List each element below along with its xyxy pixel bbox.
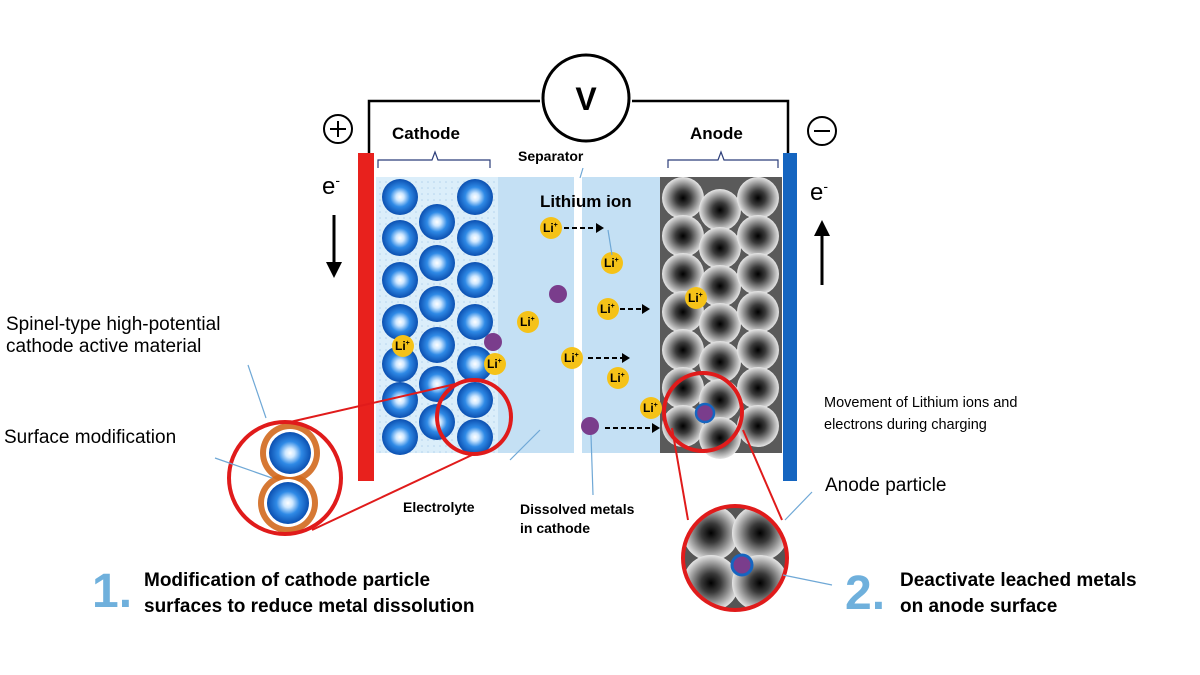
li-ion-particles: Li+ Li+ Li+ Li+ Li+ Li+ Li+ Li+ Li+ Li+ <box>392 217 707 419</box>
anode-bracket <box>667 150 779 168</box>
step-2-text: Deactivate leached metals on anode surfa… <box>900 570 1137 617</box>
spinel-label: Spinel-type high-potential cathode activ… <box>6 314 221 357</box>
dissolved-metals-label: Dissolved metals in cathode <box>520 501 635 536</box>
circuit-wire <box>367 99 790 158</box>
separator-label: Separator <box>518 148 584 164</box>
separator <box>574 177 582 453</box>
cathode-callout-ring <box>435 378 513 456</box>
cathode-bracket <box>377 150 491 168</box>
cathode-label: Cathode <box>392 124 460 143</box>
cathode-electrode <box>358 153 374 481</box>
anode-label: Anode <box>690 124 743 143</box>
voltmeter-label: V <box>575 81 597 117</box>
step-2-number: 2. <box>845 567 886 620</box>
lithium-ion-label: Lithium ion <box>540 192 632 211</box>
dissolved-metal-particles <box>484 285 599 435</box>
voltmeter <box>541 53 631 143</box>
anode-callout-ring <box>662 371 744 453</box>
li-ion-arrows <box>564 227 652 429</box>
step-1-number: 1. <box>92 565 133 618</box>
anode-particle-label: Anode particle <box>825 475 947 496</box>
anode-particles <box>662 177 779 459</box>
anode-electrode <box>783 153 797 481</box>
movement-note: Movement of Lithium ions and electrons d… <box>824 395 1018 433</box>
anode-magnified-view <box>681 504 789 612</box>
cathode-magnified-view <box>227 420 343 536</box>
surface-modification-label: Surface modification <box>4 427 177 448</box>
electron-left-label: e- <box>322 172 341 200</box>
electron-right-label: e- <box>810 178 829 206</box>
step-1-text: Modification of cathode particle surface… <box>144 570 475 617</box>
electrolyte-label: Electrolyte <box>403 499 475 515</box>
